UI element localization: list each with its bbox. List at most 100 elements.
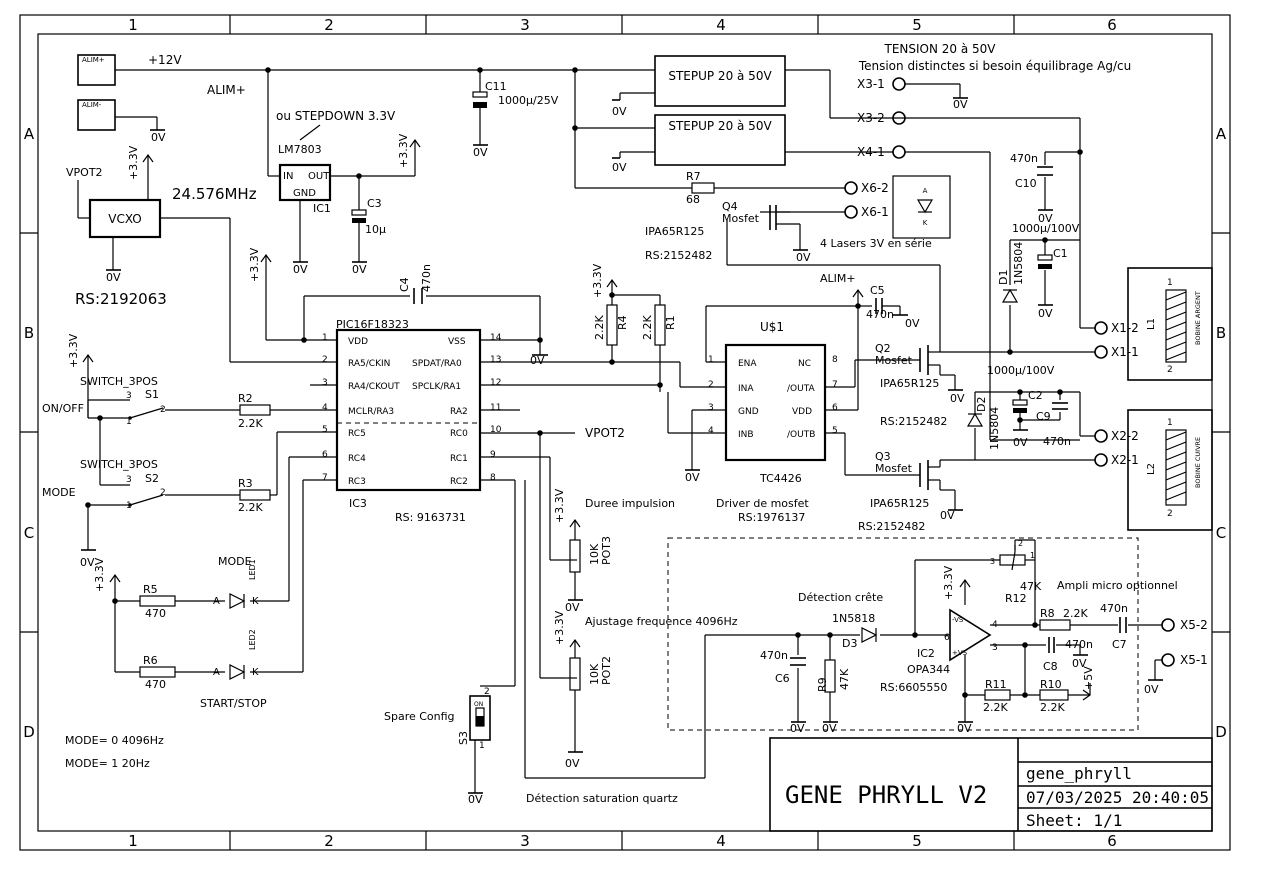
vcc-arrow-icon: +3.3V: [248, 247, 272, 282]
svg-text:3: 3: [990, 557, 995, 566]
svg-text:TC4426: TC4426: [759, 472, 802, 485]
svg-text:OUT: OUT: [308, 171, 330, 182]
svg-text:SPDAT/RA0: SPDAT/RA0: [412, 359, 462, 369]
connector-x3-2: X3-2: [857, 111, 906, 125]
svg-text:A: A: [213, 667, 220, 678]
col-label: 6: [1107, 16, 1117, 34]
ground-icon: 0V: [612, 151, 655, 174]
svg-text:0V: 0V: [905, 317, 920, 330]
svg-text:0V: 0V: [1038, 307, 1053, 320]
svg-text:ALIM-: ALIM-: [82, 101, 102, 109]
r7-value: 68: [686, 193, 700, 206]
svg-text:470n: 470n: [1043, 435, 1071, 448]
svg-text:1: 1: [322, 333, 328, 343]
svg-text:+3.3V: +3.3V: [248, 247, 261, 282]
svg-text:VDD: VDD: [348, 337, 368, 347]
svg-text:3: 3: [126, 391, 132, 401]
ground-icon: 0V: [352, 261, 367, 276]
v12-label: +12V: [148, 53, 182, 67]
svg-text:1000µ/100V: 1000µ/100V: [987, 364, 1055, 377]
svg-text:R5: R5: [143, 583, 158, 596]
svg-text:LM7803: LM7803: [278, 143, 322, 156]
ground-icon: 0V: [565, 599, 583, 614]
svg-text:3: 3: [992, 643, 998, 653]
svg-text:Q2: Q2: [875, 342, 891, 355]
svg-text:2: 2: [160, 405, 166, 415]
vcxo: VCXO 24.576MHz VPOT2 RS:2192063: [66, 166, 257, 308]
switch-s1: SWITCH_3POS S1 ON/OFF 312: [42, 375, 166, 427]
svg-text:X5-2: X5-2: [1180, 618, 1208, 632]
svg-text:R9: R9: [816, 677, 829, 692]
vcc-arrow-icon: +3.3V: [93, 557, 121, 592]
title-block-title: GENE PHRYLL V2: [785, 781, 987, 809]
col-label: 4: [716, 16, 726, 34]
svg-text:X2-1: X2-1: [1111, 453, 1139, 467]
svg-text:0V: 0V: [957, 722, 972, 735]
svg-text:OPA344: OPA344: [907, 663, 950, 676]
opamp-icon: [949, 608, 992, 662]
svg-text:2: 2: [1167, 509, 1173, 519]
mode-notes: MODE= 0 4096Hz MODE= 1 20Hz: [65, 734, 164, 770]
svg-text:2.2K: 2.2K: [983, 701, 1008, 714]
tension-note: Tension distinctes si besoin équilibrage…: [858, 59, 1131, 73]
svg-text:RS:2152482: RS:2152482: [858, 520, 925, 533]
ground-icon: 0V: [106, 269, 121, 284]
svg-text:3: 3: [708, 403, 714, 413]
col-label: 5: [912, 832, 922, 850]
ground-icon: 0V: [1038, 304, 1053, 320]
svg-text:S1: S1: [145, 388, 159, 401]
connector-x6-1: X6-1: [844, 205, 889, 219]
ground-icon: 0V: [948, 389, 965, 405]
svg-text:0V: 0V: [106, 271, 121, 284]
svg-text:START/STOP: START/STOP: [200, 697, 267, 710]
col-label: 2: [324, 16, 334, 34]
svg-text:Driver de mosfet: Driver de mosfet: [716, 497, 809, 510]
svg-text:6: 6: [944, 633, 950, 643]
svg-text:GND: GND: [738, 407, 759, 417]
svg-text:+3.3V: +3.3V: [553, 610, 566, 645]
svg-text:LED2: LED2: [248, 629, 257, 650]
svg-text:X6-2: X6-2: [861, 181, 889, 195]
svg-text:Ajustage frequence 4096Hz: Ajustage frequence 4096Hz: [585, 615, 738, 628]
svg-text:0V: 0V: [565, 757, 580, 770]
connector-x5-2: X5-2: [1161, 618, 1208, 632]
svg-text:ALIM+: ALIM+: [820, 272, 856, 285]
svg-text:1000µ/100V: 1000µ/100V: [1012, 222, 1080, 235]
svg-text:C5: C5: [870, 284, 885, 297]
led-icon: [229, 664, 246, 680]
svg-text:L2: L2: [1146, 463, 1157, 475]
svg-text:GND: GND: [293, 188, 316, 199]
svg-text:D1: D1: [997, 270, 1010, 285]
pic-rs: RS: 9163731: [395, 511, 466, 524]
ground-icon: 0V: [1013, 429, 1028, 449]
svg-text:2: 2: [160, 488, 166, 498]
svg-text:47K: 47K: [1020, 580, 1042, 593]
svg-text:IPA65R125: IPA65R125: [870, 497, 929, 510]
svg-text:4: 4: [708, 426, 714, 436]
svg-text:0V: 0V: [80, 556, 95, 569]
svg-text:LED1: LED1: [248, 559, 257, 580]
svg-text:14: 14: [490, 333, 502, 343]
laser-diode-icon: [916, 199, 934, 214]
led-icon: [229, 593, 246, 609]
svg-text:RS:6605550: RS:6605550: [880, 681, 947, 694]
mosfet-q4: [769, 205, 790, 230]
svg-text:C1: C1: [1053, 247, 1068, 260]
svg-text:Q4: Q4: [722, 200, 738, 213]
svg-text:MODE= 0 4096Hz: MODE= 0 4096Hz: [65, 734, 164, 747]
row-label: D: [1215, 723, 1227, 741]
svg-text:R8: R8: [1040, 607, 1055, 620]
svg-text:RC0: RC0: [450, 429, 468, 439]
alim-net-label: ALIM+: [207, 83, 246, 97]
svg-text:470n: 470n: [1010, 152, 1038, 165]
svg-text:U$1: U$1: [760, 320, 784, 334]
